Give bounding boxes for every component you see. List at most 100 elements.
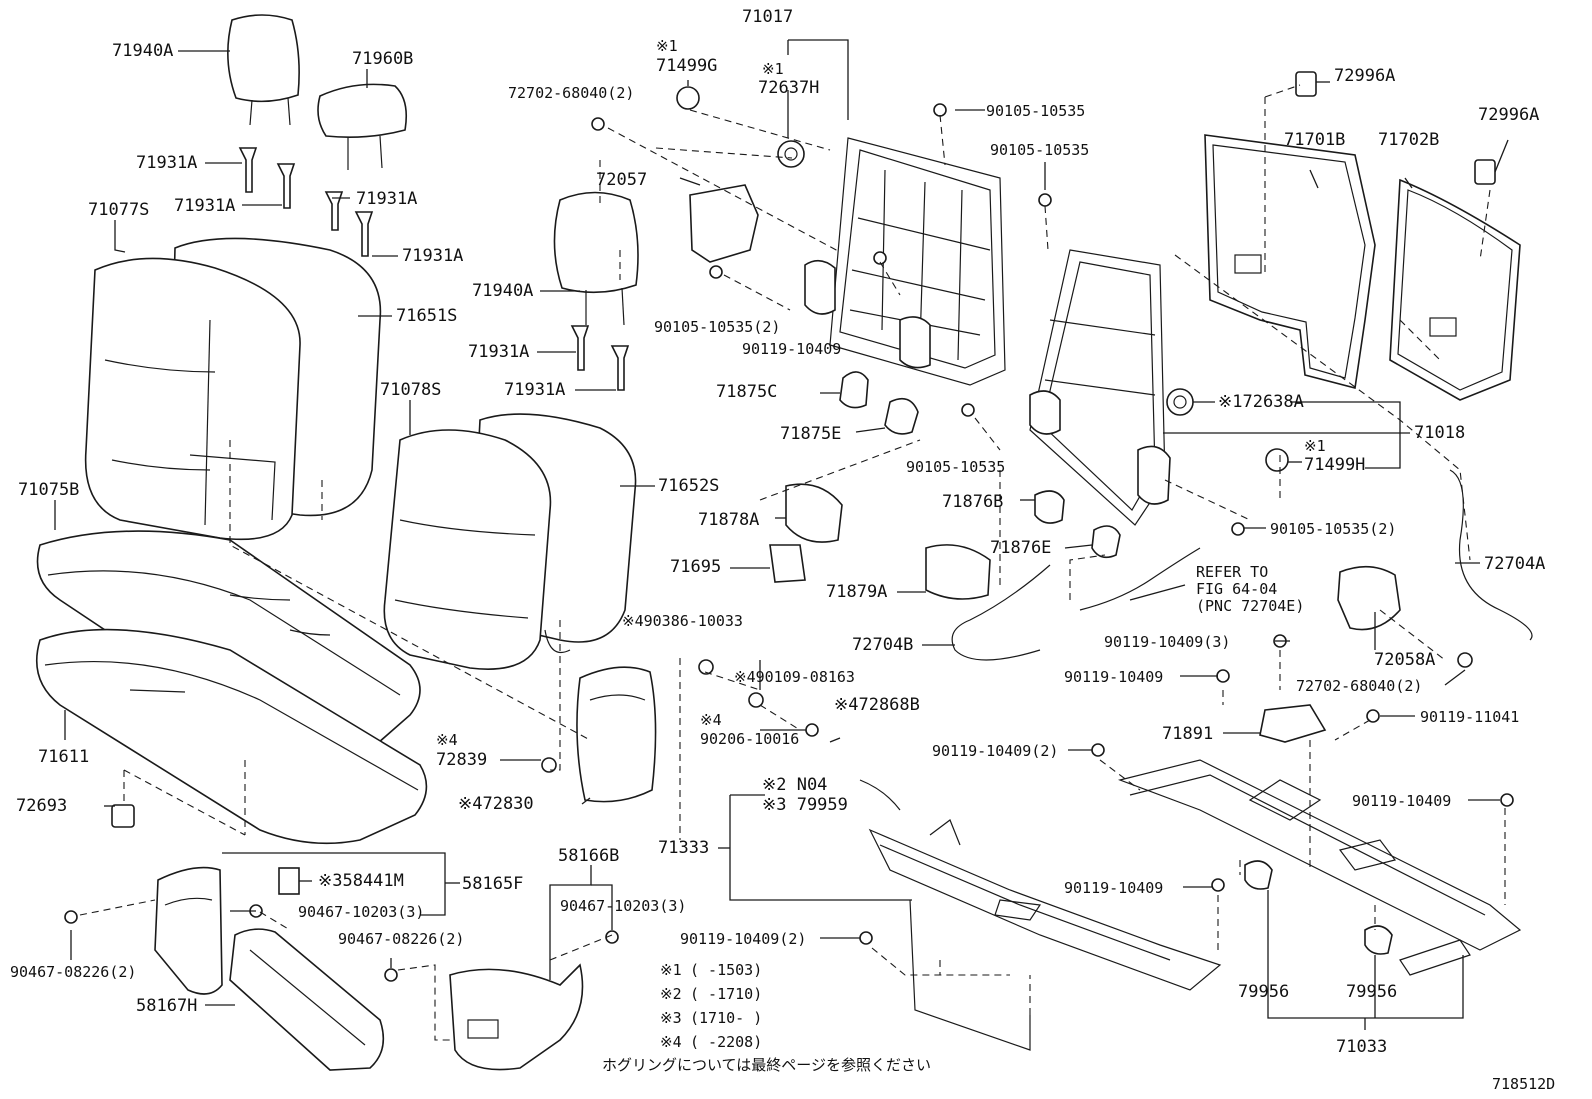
- label-71499H: 71499H: [1304, 455, 1366, 475]
- label-71652S: 71652S: [658, 476, 720, 496]
- label-90105-10535-2: 90105-10535(2): [654, 318, 781, 336]
- label-72637H: 72637H: [758, 78, 820, 98]
- label-71940A: 71940A: [472, 281, 534, 301]
- clip-79956-1: [1244, 860, 1273, 890]
- label-71701B: 71701B: [1284, 130, 1346, 150]
- label-71018: 71018: [1414, 423, 1466, 443]
- label-72702-68040-2: 72702-68040(2): [1296, 677, 1423, 695]
- label-71876E: 71876E: [990, 538, 1052, 558]
- label-71878A: 71878A: [698, 510, 760, 530]
- label-72868B: ※472868B: [834, 695, 920, 715]
- label-71702B: 71702B: [1378, 130, 1440, 150]
- figure-id: 718512D: [1492, 1075, 1556, 1093]
- label-90119-10409-2: 90119-10409(2): [680, 930, 807, 948]
- board-71702B: [1389, 178, 1521, 401]
- cover-71879A: [925, 544, 991, 600]
- knob-72839: [541, 757, 557, 773]
- label-58166B: 58166B: [558, 846, 620, 866]
- label-71499H-mark: ※1: [1304, 437, 1326, 455]
- label-90105-10535: 90105-10535: [990, 141, 1090, 159]
- note-4-range: ( -2208): [690, 1033, 763, 1051]
- note-1-range: ( -1503): [690, 961, 763, 979]
- label-79959: ※3 79959: [762, 795, 848, 815]
- cover-58166B: [449, 963, 584, 1071]
- cap-71499G: [676, 86, 700, 110]
- label-79956: 79956: [1346, 982, 1398, 1002]
- cover-71878A: [785, 483, 843, 543]
- label-90105-10535: 90105-10535: [906, 458, 1006, 476]
- cover-72057: [689, 184, 759, 263]
- label-90467-10203-3: 90467-10203(3): [560, 897, 687, 915]
- label-72057: 72057: [596, 170, 648, 190]
- label-490109-08163: ※490109-08163: [734, 668, 855, 686]
- label-72830: ※472830: [458, 794, 534, 814]
- label-90467-08226-2: 90467-08226(2): [338, 930, 465, 948]
- label-71879A: 71879A: [826, 582, 888, 602]
- bolts: [64, 103, 1514, 982]
- seatback-right: [383, 413, 637, 670]
- clip-71875E: [884, 397, 919, 435]
- label-90119-10409: 90119-10409: [1064, 668, 1164, 686]
- label-90119-10409-3: 90119-10409(3): [1104, 633, 1231, 651]
- leader-lines: [54, 39, 1509, 1030]
- label-72693: 72693: [16, 796, 68, 816]
- seat-cushion: [36, 530, 428, 845]
- label-72996A: 72996A: [1334, 66, 1396, 86]
- note-3-mark: ※3: [660, 1009, 682, 1027]
- label-72638A: ※172638A: [1218, 392, 1304, 412]
- board-71701B: [1204, 134, 1376, 389]
- label-72704B: 72704B: [852, 635, 914, 655]
- label-90467-08226-2: 90467-08226(2): [10, 963, 137, 981]
- label-72704A: 72704A: [1484, 554, 1546, 574]
- label-58167H: 58167H: [136, 996, 198, 1016]
- label-71876B: 71876B: [942, 492, 1004, 512]
- label-90119-10409-2: 90119-10409(2): [932, 742, 1059, 760]
- label-71931A: 71931A: [174, 196, 236, 216]
- label-71891: 71891: [1162, 724, 1214, 744]
- frame-71333: [859, 779, 1222, 1051]
- knob-72996A-1: [1295, 71, 1317, 97]
- label-90119-11041: 90119-11041: [1420, 708, 1520, 726]
- label-71333: 71333: [658, 838, 710, 858]
- refer-line-1: REFER TO: [1196, 563, 1269, 581]
- label-71875E: 71875E: [780, 424, 842, 444]
- assembly-lines: [79, 84, 1506, 1041]
- headrest-71940A-mid: [553, 191, 639, 326]
- ring-72638A: [1166, 388, 1194, 416]
- label-N04: ※2 N04: [762, 775, 828, 795]
- label-90119-10409: 90119-10409: [742, 340, 842, 358]
- part-58441M: [278, 867, 300, 895]
- clip-71876B: [1034, 490, 1065, 524]
- label-72996A: 72996A: [1478, 105, 1540, 125]
- label-90467-10203-3: 90467-10203(3): [298, 903, 425, 921]
- label-58165F: 58165F: [462, 874, 524, 894]
- cover-71695: [769, 544, 806, 583]
- headrest-71940A-top: [227, 14, 300, 126]
- label-71931A: 71931A: [136, 153, 198, 173]
- label-72702-68040: 72702-68040(2): [508, 84, 635, 102]
- label-71875C: 71875C: [716, 382, 778, 402]
- label-72637H-mark: ※1: [762, 60, 784, 78]
- headrest-71960B: [317, 83, 408, 170]
- bracket-71891: [1259, 704, 1327, 743]
- label-71078S: 71078S: [380, 380, 442, 400]
- frame-71018: [1029, 249, 1171, 526]
- frame-71033: [1117, 759, 1522, 976]
- cable-72704A: [1449, 469, 1533, 641]
- cap-71499H: [1265, 448, 1289, 472]
- clip-72693: [111, 804, 135, 828]
- cover-58165F: [154, 866, 223, 995]
- label-71931A: 71931A: [504, 380, 566, 400]
- label-71077S: 71077S: [88, 200, 150, 220]
- label-72058A: 72058A: [1374, 650, 1436, 670]
- clip-71875C: [839, 371, 869, 409]
- label-79956: 79956: [1238, 982, 1290, 1002]
- label-58441M: ※358441M: [318, 871, 404, 891]
- label-71499G: 71499G: [656, 56, 718, 76]
- ring-72637H: [777, 140, 805, 168]
- note-1-mark: ※1: [660, 961, 682, 979]
- label-90119-10409: 90119-10409: [1064, 879, 1164, 897]
- label-72839-mark: ※4: [436, 731, 458, 749]
